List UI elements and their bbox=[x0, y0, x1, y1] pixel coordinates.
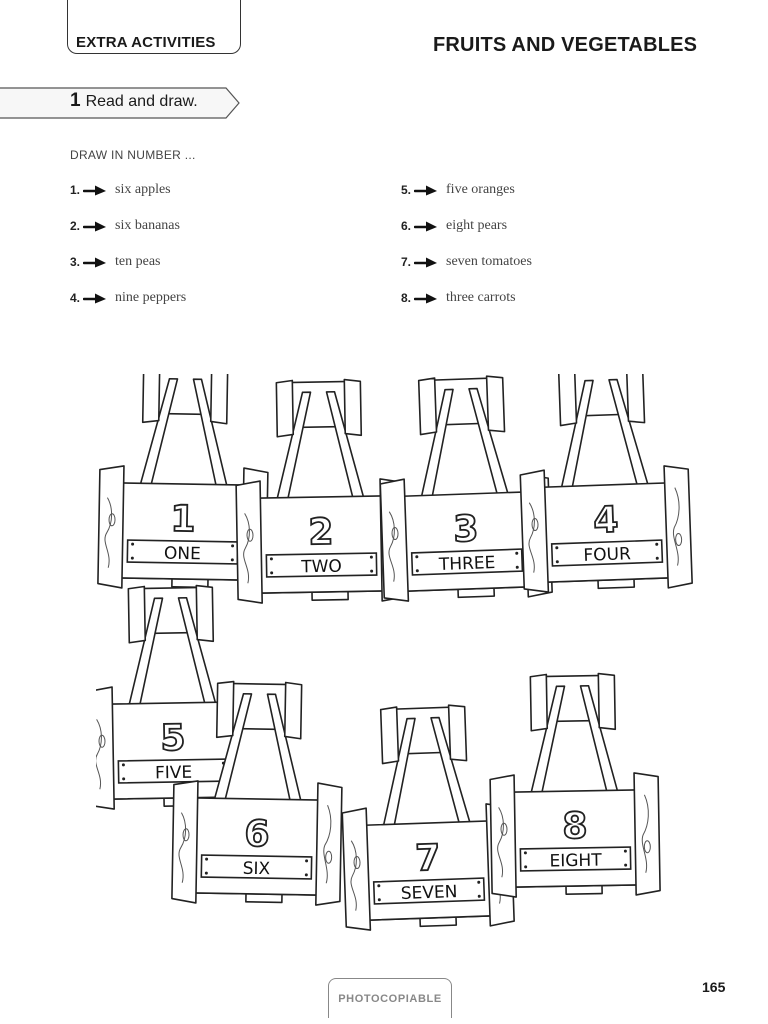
item-text: three carrots bbox=[446, 290, 516, 305]
crate-number: 6 bbox=[244, 814, 270, 855]
item-number: 1. bbox=[70, 183, 81, 197]
list-item: 1. six apples bbox=[70, 180, 171, 200]
item-text: five oranges bbox=[446, 182, 515, 197]
list-item: 6. eight pears bbox=[401, 216, 507, 236]
photocopiable-tab: PHOTOCOPIABLE bbox=[328, 978, 452, 1018]
crate-number: 4 bbox=[593, 500, 619, 542]
section-tab-frame bbox=[67, 0, 241, 54]
crate-8: 8 EIGHT bbox=[487, 671, 661, 899]
page-title: FRUITS AND VEGETABLES bbox=[433, 34, 698, 56]
item-number: 5. bbox=[401, 183, 412, 197]
crate-label: FIVE bbox=[155, 763, 193, 784]
crate-number: 1 bbox=[170, 499, 196, 540]
item-text: eight pears bbox=[446, 218, 508, 233]
item-text: seven tomatoes bbox=[446, 254, 532, 269]
exercise-number: 1 bbox=[70, 90, 81, 111]
crate-label: EIGHT bbox=[549, 851, 602, 872]
crates-illustration: 1 ONE 2 TWO 3 THREE 4 FOUR 5 FIVE 6 SIX … bbox=[96, 374, 694, 932]
crate-number: 2 bbox=[308, 512, 334, 553]
instruction-arrow-shape bbox=[0, 87, 240, 119]
item-text: six apples bbox=[115, 182, 171, 197]
item-text: nine peppers bbox=[115, 290, 187, 305]
crate-7: 7 SEVEN bbox=[337, 702, 516, 932]
arrow-right-icon bbox=[83, 257, 107, 268]
item-number: 7. bbox=[401, 255, 412, 269]
list-item: 5. five oranges bbox=[401, 180, 515, 200]
item-number: 2. bbox=[70, 219, 81, 233]
arrow-right-icon bbox=[414, 185, 438, 196]
crate-3: 3 THREE bbox=[375, 374, 554, 603]
crate-label: SIX bbox=[243, 859, 271, 879]
crate-label: TWO bbox=[300, 557, 342, 578]
item-number: 3. bbox=[70, 255, 81, 269]
item-number: 8. bbox=[401, 291, 412, 305]
item-text: ten peas bbox=[115, 254, 161, 269]
arrow-right-icon bbox=[414, 221, 438, 232]
page-number: 165 bbox=[702, 979, 726, 995]
crate-number: 5 bbox=[160, 718, 186, 759]
arrow-right-icon bbox=[414, 293, 438, 304]
arrow-right-icon bbox=[83, 293, 107, 304]
crate-label: SEVEN bbox=[400, 882, 457, 904]
item-text: six bananas bbox=[115, 218, 180, 233]
crate-4: 4 FOUR bbox=[515, 374, 694, 594]
crate-number: 7 bbox=[415, 838, 441, 880]
list-item: 3. ten peas bbox=[70, 252, 161, 272]
crate-2: 2 TWO bbox=[233, 377, 407, 605]
list-item: 4. nine peppers bbox=[70, 288, 186, 308]
item-number: 6. bbox=[401, 219, 412, 233]
arrow-right-icon bbox=[83, 221, 107, 232]
section-label: EXTRA ACTIVITIES bbox=[76, 34, 216, 51]
crate-1: 1 ONE bbox=[97, 374, 271, 592]
arrow-right-icon bbox=[414, 257, 438, 268]
list-item: 2. six bananas bbox=[70, 216, 180, 236]
crate-label: FOUR bbox=[583, 544, 631, 566]
list-item: 8. three carrots bbox=[401, 288, 516, 308]
item-number: 4. bbox=[70, 291, 81, 305]
arrow-right-icon bbox=[83, 185, 107, 196]
exercise-instruction-text: Read and draw. bbox=[85, 93, 198, 110]
crate-5: 5 FIVE bbox=[96, 583, 259, 811]
crate-number: 8 bbox=[562, 806, 588, 847]
subheading: DRAW IN NUMBER ... bbox=[70, 148, 196, 162]
list-item: 7. seven tomatoes bbox=[401, 252, 532, 272]
crate-number: 3 bbox=[453, 509, 479, 551]
crate-6: 6 SIX bbox=[171, 679, 345, 907]
crate-label: THREE bbox=[438, 553, 496, 575]
crate-label: ONE bbox=[164, 544, 201, 565]
